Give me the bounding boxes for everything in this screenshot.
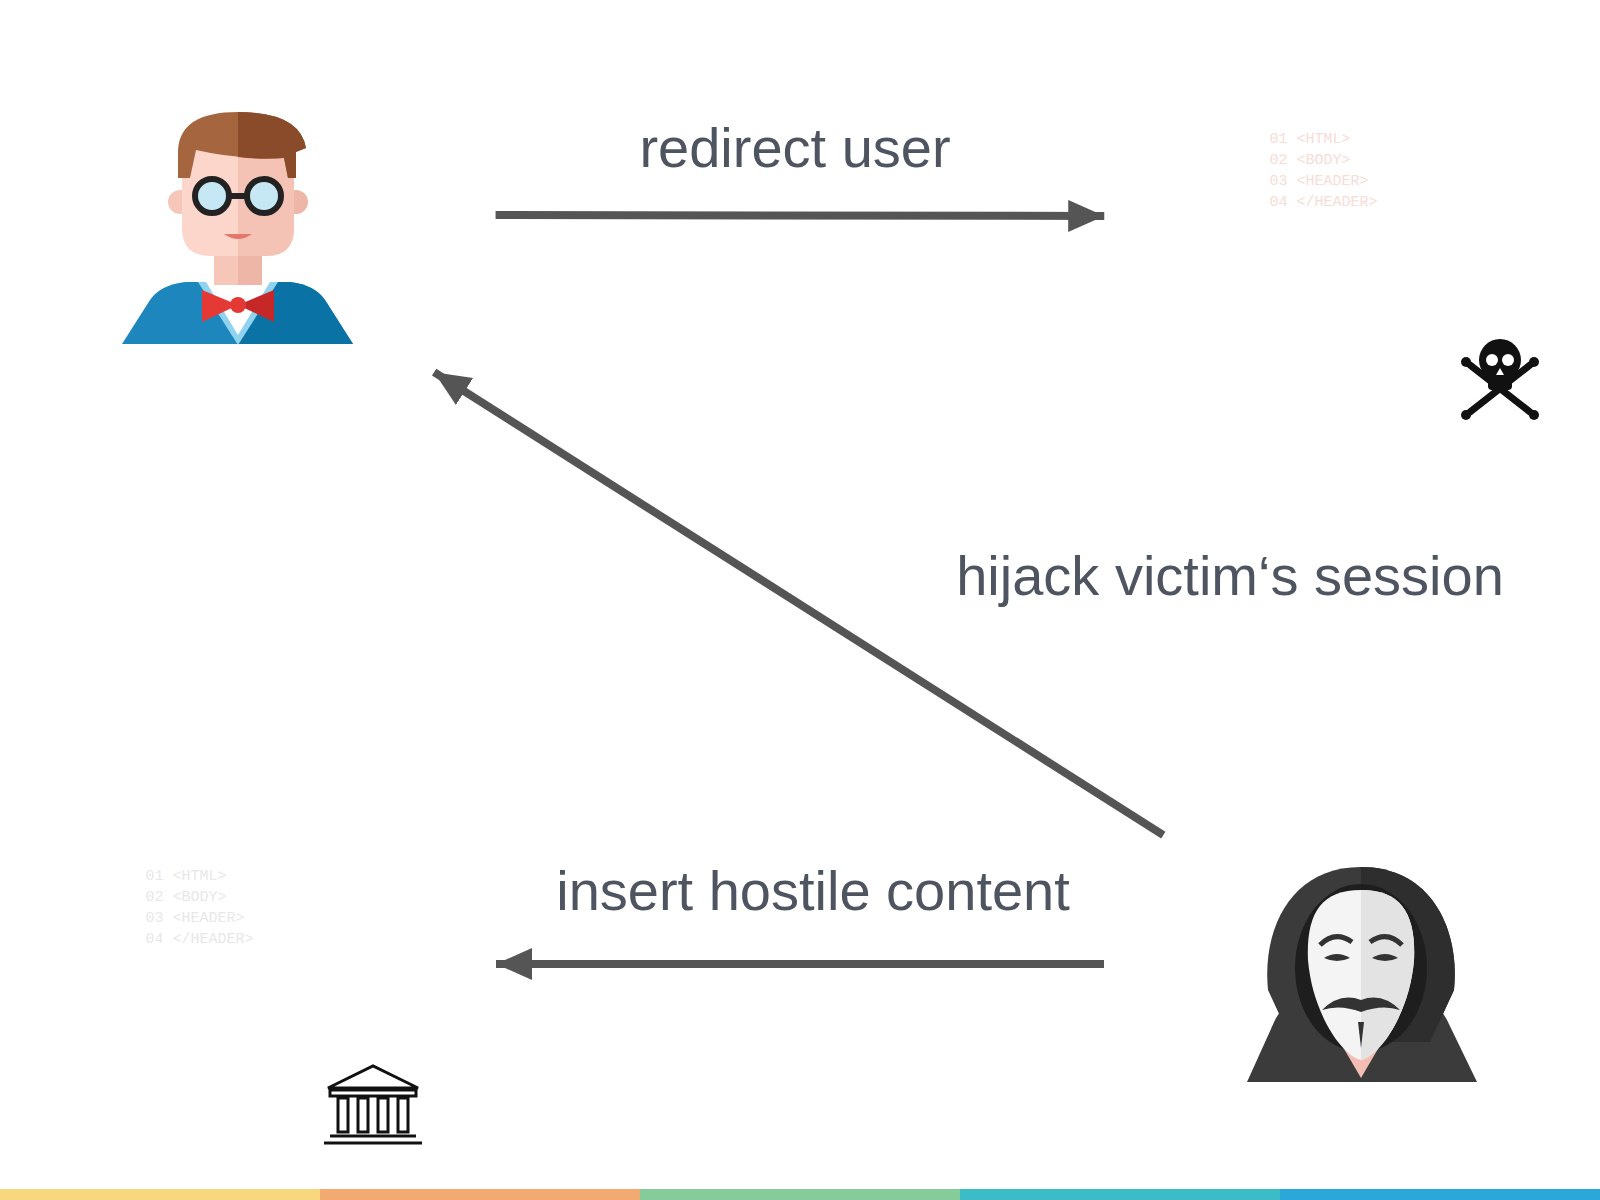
code-line: 02 <BODY> — [1270, 150, 1378, 171]
code-line: 02 <BODY> — [146, 887, 254, 908]
monitor-icon — [121, 849, 354, 1050]
circle-outline — [1161, 27, 1561, 427]
edge-label: hijack victim‘s session — [950, 544, 1510, 608]
monitor-icon — [1245, 112, 1478, 313]
code-line: 04 </HEADER> — [1270, 192, 1378, 213]
circle-outline — [37, 764, 437, 1164]
code-line: 01 <HTML> — [146, 866, 254, 887]
code-block: 01 <HTML>02 <BODY>03 <HEADER>04 </HEADER… — [1270, 129, 1378, 213]
code-line: 03 <HEADER> — [146, 908, 254, 929]
bank-site-circle: 01 <HTML>02 <BODY>03 <HEADER>04 </HEADER… — [37, 764, 437, 1164]
attacker-circle — [1161, 764, 1561, 1164]
circle-outline — [1161, 764, 1561, 1164]
malicious-site-circle: 01 <HTML>02 <BODY>03 <HEADER>04 </HEADER… — [1161, 27, 1561, 427]
edge-label: insert hostile content — [550, 859, 1076, 923]
code-line: 04 </HEADER> — [146, 929, 254, 950]
code-block: 01 <HTML>02 <BODY>03 <HEADER>04 </HEADER… — [146, 866, 254, 950]
code-line: 03 <HEADER> — [1270, 171, 1378, 192]
code-line: 01 <HTML> — [1270, 129, 1378, 150]
circle-fill — [42, 30, 442, 430]
skull-symbol — [1461, 339, 1539, 420]
arrow-connector — [496, 960, 1104, 968]
arrow-connector — [496, 211, 1105, 220]
edge-label: redirect user — [633, 116, 956, 180]
user-figure — [122, 112, 353, 345]
circle-fill — [1161, 764, 1561, 1164]
color-bar — [0, 1189, 1600, 1200]
hacker-figure — [1247, 867, 1477, 1082]
victim-circle — [42, 30, 442, 430]
circle-fill — [1161, 27, 1561, 427]
circle-outline — [42, 30, 442, 430]
circle-fill — [37, 764, 437, 1164]
bank-symbol — [324, 1066, 422, 1143]
